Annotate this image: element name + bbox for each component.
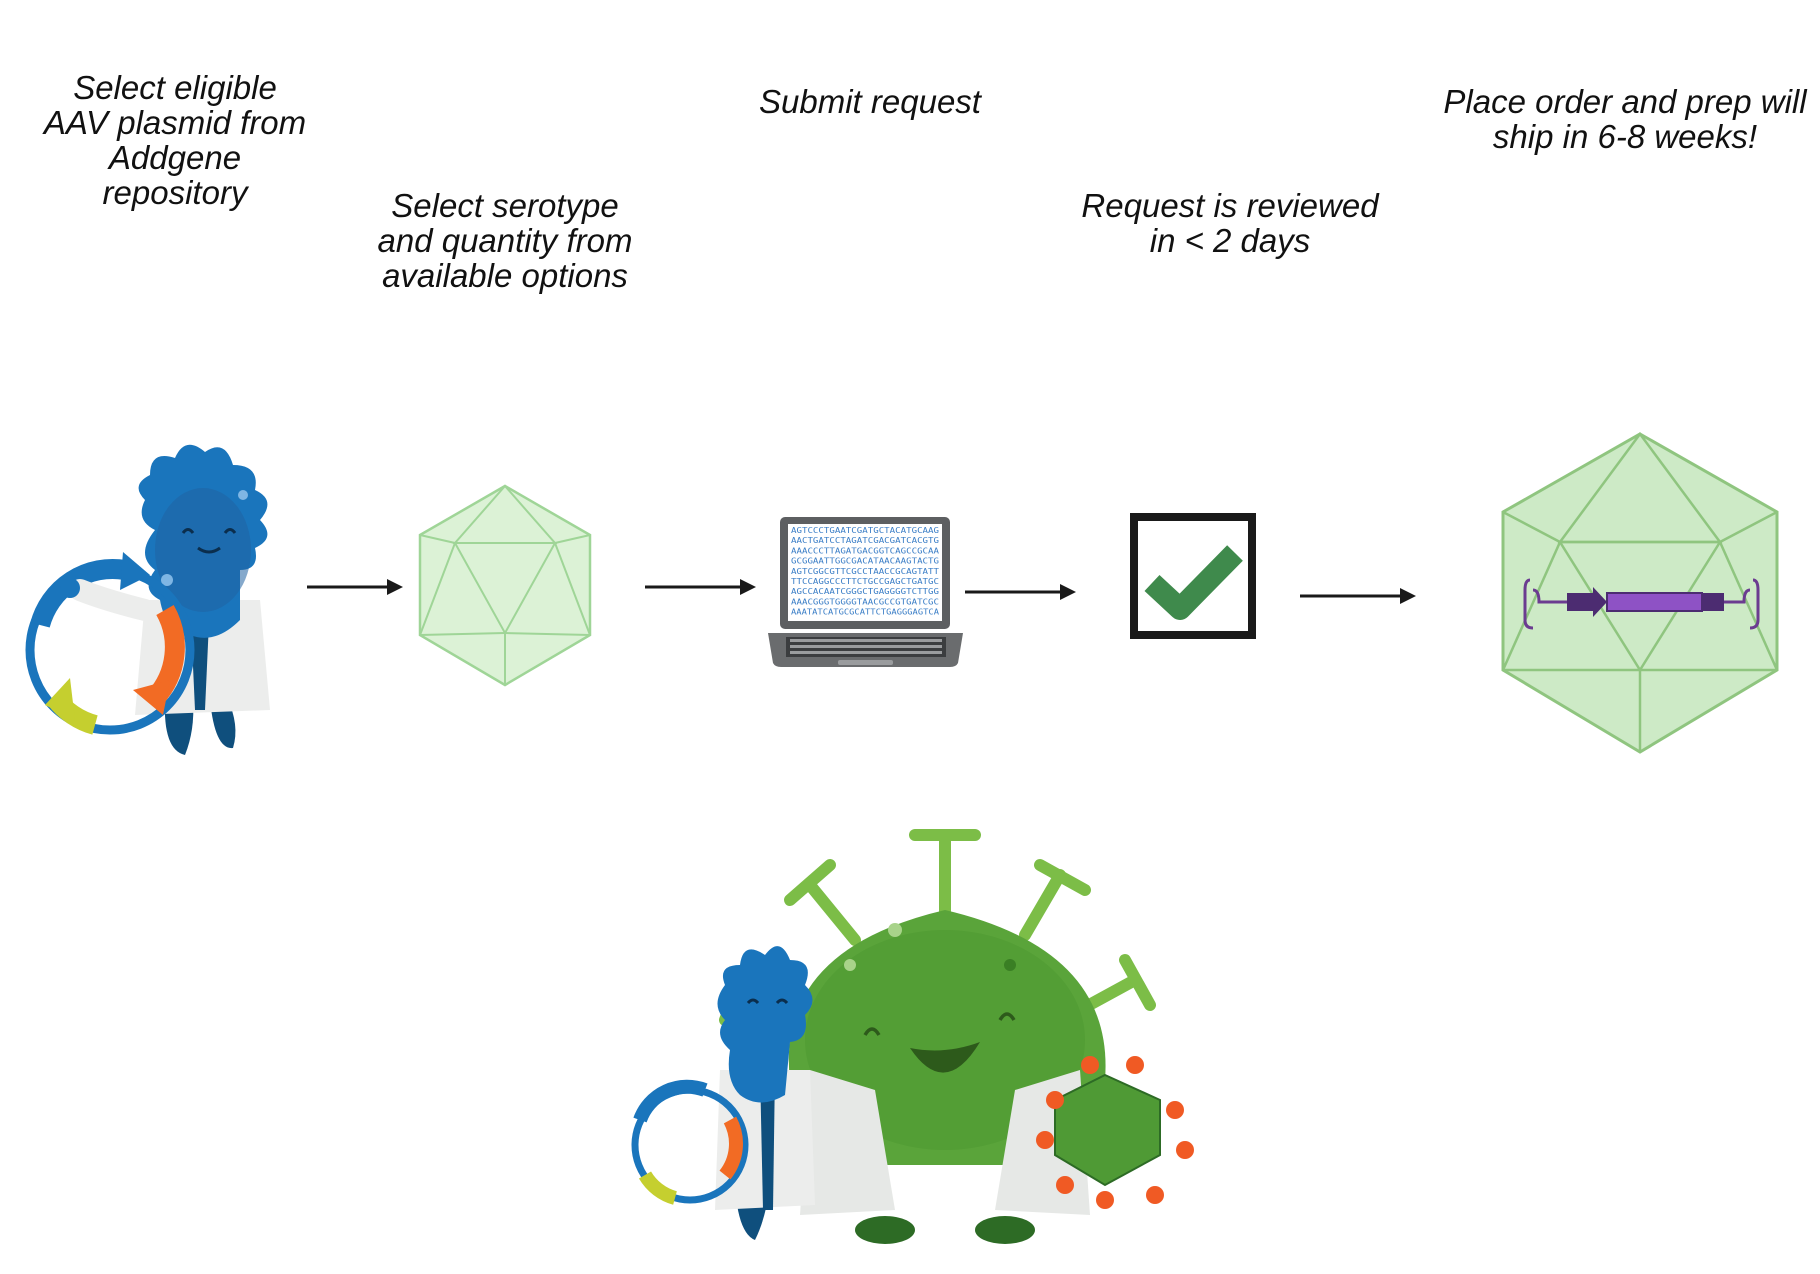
laptop-sequence-line: GCGGAATTGGCGACATAACAAGTACTG bbox=[791, 556, 939, 566]
step-3-label: Submit request bbox=[759, 83, 981, 120]
arrow-4-icon bbox=[1298, 584, 1418, 608]
step-2-label: Select serotype and quantity from availa… bbox=[377, 187, 633, 294]
arrow-3-icon bbox=[963, 580, 1078, 604]
laptop-sequence-line: AGTCGGCGTTCGCCTAACCGCAGTATT bbox=[791, 566, 939, 576]
arrow-2-icon bbox=[643, 575, 758, 599]
laptop-sequence-line: AAACCCTTAGATGACGGTCAGCCGCAA bbox=[791, 545, 939, 555]
step-5-label: Place order and prep will ship in 6-8 we… bbox=[1443, 83, 1807, 155]
capsid-icon bbox=[415, 483, 595, 688]
laptop-sequence-line: AAACGGGTGGGGTAACGCCGTGATCGC bbox=[791, 596, 939, 606]
step-4-label: Request is reviewed in < 2 days bbox=[1081, 187, 1379, 259]
step-1-label: Select eligible AAV plasmid from Addgene… bbox=[43, 69, 307, 211]
packaged-capsid-icon bbox=[1495, 430, 1785, 760]
laptop-sequence-line: AACTGATCCTAGATCGACGATCACGTG bbox=[791, 535, 939, 545]
checkmark-icon bbox=[1130, 513, 1260, 643]
scientist-plasmid-icon bbox=[15, 430, 295, 760]
laptop-sequence-line: TTCCAGGCCCTTCTGCCGAGCTGATGC bbox=[791, 576, 939, 586]
laptop-sequence-line: AAATATCATGCGCATTCTGAGGGAGTCA bbox=[791, 607, 939, 617]
mascots-group-image bbox=[625, 820, 1205, 1250]
arrow-1-icon bbox=[305, 575, 405, 599]
laptop-sequence-line: AGCCACAATCGGGCTGAGGGGTCTTGG bbox=[791, 586, 939, 596]
laptop-sequence-line: AGTCCCTGAATCGATGCTACATGCAAG bbox=[791, 525, 939, 535]
